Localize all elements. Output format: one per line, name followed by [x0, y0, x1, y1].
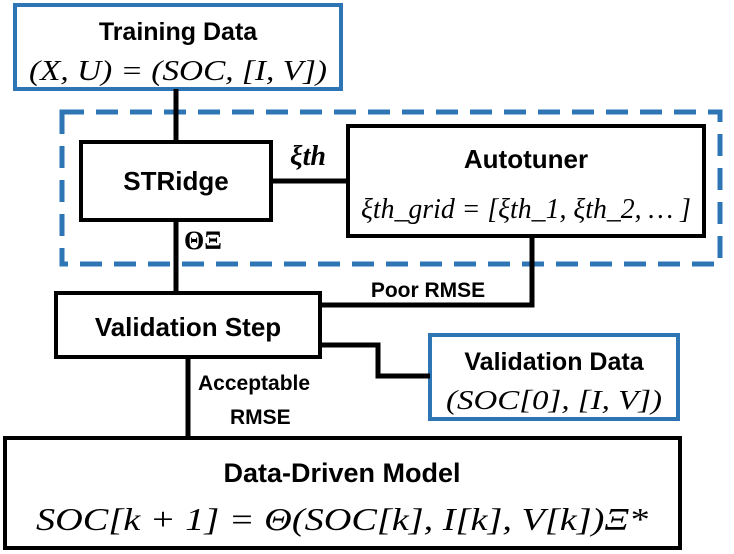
arrow-validationdata-to-validationstep	[321, 342, 430, 379]
connectors	[173, 89, 535, 437]
autotuner-grid-formula: ξth_grid = [ξth_1, ξth_2, … ]	[361, 194, 691, 225]
training-data-title: Training Data	[99, 18, 258, 46]
autotuner-title: Autotuner	[464, 144, 588, 174]
edge-label-acceptable: Acceptable	[198, 372, 310, 395]
data-driven-model-box	[3, 436, 682, 550]
edge-label-poor-rmse: Poor RMSE	[371, 279, 485, 302]
validation-data-formula: (SOC[0], [I, V])	[446, 385, 662, 415]
stridge-node: STRidge	[79, 140, 273, 222]
training-data-node: Training Data (X, U) = (SOC, [I, V])	[13, 3, 343, 91]
arrow-validation-to-autotuner	[320, 237, 535, 308]
tuning-loop-region	[59, 109, 723, 267]
data-driven-model-formula: SOC[k + 1] = Θ(SOC[k], I[k], V[k])Ξ*	[36, 501, 648, 537]
validation-data-title: Validation Data	[464, 348, 644, 376]
stridge-box	[79, 140, 273, 222]
edge-label-theta-xi: ΘΞ	[184, 226, 222, 255]
validation-step-title: Validation Step	[95, 312, 281, 342]
stridge-title: STRidge	[123, 166, 228, 196]
data-driven-model-node: Data-Driven Model SOC[k + 1] = Θ(SOC[k],…	[3, 436, 682, 550]
autotuner-box	[346, 124, 706, 238]
validation-data-node: Validation Data (SOC[0], [I, V])	[428, 333, 680, 421]
validation-step-node: Validation Step	[54, 291, 322, 359]
autotuner-node: Autotuner ξth_grid = [ξth_1, ξth_2, … ]	[346, 124, 706, 238]
data-driven-model-title: Data-Driven Model	[223, 458, 460, 488]
edge-label-rmse: RMSE	[230, 406, 291, 429]
edge-label-xi-th: ξth	[290, 141, 326, 172]
training-data-formula: (X, U) = (SOC, [I, V])	[29, 56, 327, 87]
